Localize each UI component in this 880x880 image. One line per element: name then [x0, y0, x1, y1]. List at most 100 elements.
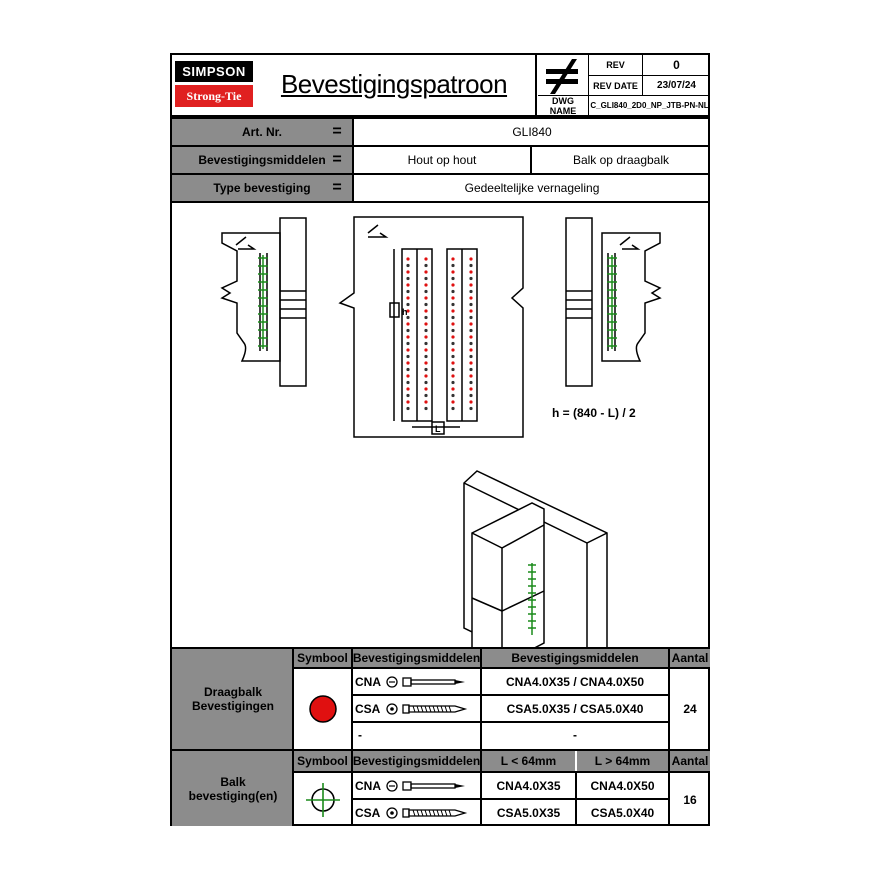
equals-sign: = [332, 151, 342, 168]
crosshair-symbol [305, 782, 340, 817]
nail-dot [451, 257, 455, 261]
page-title: Bevestigingspatroon [280, 68, 508, 99]
table1-spec-csa: CSA5.0X35 / CSA5.0X40 [506, 701, 644, 716]
table2-col-qty: Aantal [670, 751, 710, 771]
nail-dot [424, 380, 428, 385]
table1-qty: 24 [683, 702, 697, 716]
table2-group-label-2: bevestiging(en) [188, 789, 278, 803]
nail-dot [451, 341, 455, 346]
not-equal-icon [546, 59, 578, 94]
table1-row-cna: CNA [355, 671, 480, 693]
nail-dot [424, 296, 428, 300]
nail-dot [469, 354, 473, 359]
rev-value: 0 [673, 58, 680, 72]
table1-row-csa: CSA [355, 698, 480, 720]
table2-col-long: L > 64mm [577, 751, 668, 771]
cna-nail-icon [386, 676, 465, 688]
red-nail-pattern [406, 257, 473, 411]
nail-dot [469, 328, 473, 333]
nail-dot [469, 263, 473, 268]
table1-row-empty: - [358, 728, 362, 742]
nail-dot [424, 406, 428, 411]
nail-dot [451, 374, 455, 378]
fastener-type: CSA [355, 702, 381, 716]
table1-spec-cna: CNA4.0X35 / CNA4.0X50 [505, 674, 645, 689]
dwg-name-value: C_GLI840_2D0_NP_JTB-PN-NL [590, 101, 709, 110]
table1-col-means2: Bevestigingsmiddelen [482, 649, 668, 667]
nail-dot [424, 354, 428, 359]
nail-dot [406, 361, 410, 365]
nail-dot [451, 406, 455, 411]
nail-dot [469, 283, 473, 287]
nail-dot [406, 283, 410, 287]
nail-dot [451, 354, 455, 359]
nail-dot [469, 341, 473, 346]
table2-long-cna: CNA4.0X50 [590, 778, 655, 793]
nail-dot [424, 283, 428, 287]
nail-dot [451, 348, 455, 352]
nail-dot [451, 270, 455, 274]
nail-dot [451, 387, 455, 391]
nail-dot [406, 354, 410, 359]
nail-dot [469, 315, 473, 320]
nail-dot [451, 367, 455, 372]
table1-group-label-1: Draagbalk [203, 685, 263, 699]
means-label: Bevestigingsmiddelen [198, 153, 326, 167]
nail-dot [469, 393, 473, 398]
nail-dot [424, 315, 428, 320]
nail-dot [469, 361, 473, 365]
nail-dot [424, 341, 428, 346]
technical-drawing: h L h = (840 - L) / 2 [220, 216, 662, 648]
means-value-wood: Hout op hout [407, 153, 477, 167]
nail-dot [469, 270, 473, 274]
nail-dot [406, 289, 410, 294]
nail-dot [469, 302, 473, 307]
logo-simpson: SIMPSON [175, 61, 253, 82]
nail-dot [406, 328, 410, 333]
type-label: Type bevestiging [213, 181, 311, 195]
nail-dot [406, 315, 410, 320]
table2-group-label: Balk bevestiging(en) [172, 769, 294, 809]
nail-dot [406, 348, 410, 352]
nail-dot [424, 393, 428, 398]
csa-screw-icon [386, 703, 468, 715]
nail-dot [469, 400, 473, 404]
nail-dot [451, 380, 455, 385]
nail-dot [424, 387, 428, 391]
nail-dot [406, 393, 410, 398]
nail-dot [469, 296, 473, 300]
nail-dot [469, 257, 473, 261]
table1-col-qty: Aantal [670, 649, 710, 667]
nail-dot [424, 302, 428, 307]
front-view [338, 216, 524, 438]
fastener-type: CNA [355, 675, 381, 689]
table2-col-symbol: Symbool [294, 751, 351, 771]
art-nr-label: Art. Nr. [241, 125, 282, 139]
nail-dot [406, 263, 410, 268]
nail-dot [406, 270, 410, 274]
nail-dot [424, 348, 428, 352]
nail-dot [451, 322, 455, 326]
cna-nail-icon [386, 780, 465, 792]
left-side-view [220, 217, 307, 387]
nail-dot [424, 270, 428, 274]
table1-group-label-2: Bevestigingen [191, 699, 275, 713]
rev-label: REV [606, 60, 625, 70]
nail-dot [469, 348, 473, 352]
nail-dot [406, 380, 410, 385]
right-side-view [565, 217, 662, 387]
equals-sign: = [332, 179, 342, 196]
fastener-type: CSA [355, 806, 381, 820]
nail-dot [424, 400, 428, 404]
art-nr-value: GLI840 [512, 125, 552, 139]
drawing-sheet: SIMPSON Strong-Tie Bevestigingspatroon D… [170, 53, 710, 826]
table1-col-symbol: Symbool [294, 649, 351, 667]
nail-dot [406, 302, 410, 307]
nail-dot [451, 361, 455, 365]
table1-group-label: Draagbalk Bevestigingen [172, 679, 294, 719]
dim-l-label: L [435, 424, 441, 434]
nail-dot [424, 335, 428, 339]
nail-dot [424, 309, 428, 313]
table2-short-cna: CNA4.0X35 [496, 778, 561, 793]
nail-dot [451, 276, 455, 281]
